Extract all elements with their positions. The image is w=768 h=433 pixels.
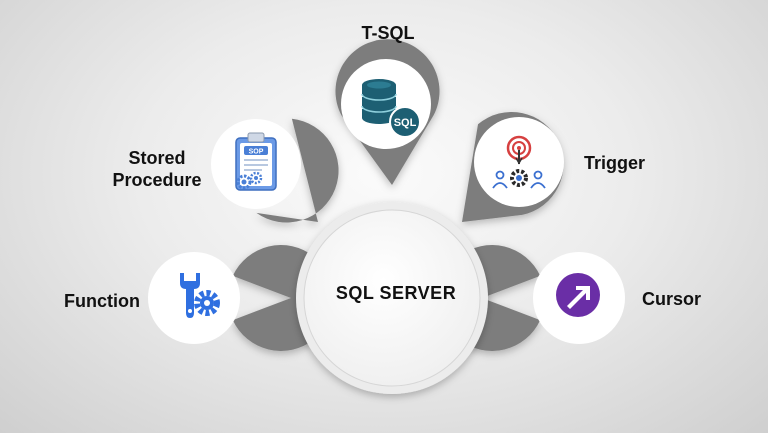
node-label-function: Function <box>64 291 140 311</box>
node-tsql: SQL <box>335 39 440 185</box>
sop-text: SOP <box>249 149 264 156</box>
node-trigger <box>462 111 564 222</box>
center-label: SQL SERVER <box>335 283 457 303</box>
target-people-gear-icon <box>492 135 546 189</box>
node-stored-procedure: SOP <box>211 118 339 223</box>
database-sql-icon: SQL <box>361 79 421 138</box>
database-sql-text: SQL <box>394 117 417 129</box>
node-label-stored-procedure: Stored Procedure <box>112 148 202 190</box>
node-label-cursor: Cursor <box>642 289 702 309</box>
wrench-gear-icon <box>180 273 220 318</box>
node-label-trigger: Trigger <box>584 153 646 173</box>
cursor-arrow-icon <box>556 273 600 317</box>
center-node <box>296 202 488 394</box>
sop-clipboard-icon: SOP <box>235 132 277 191</box>
center-circle <box>303 209 481 387</box>
node-label-tsql: T-SQL <box>361 23 415 43</box>
node-stored-procedure-ring <box>256 118 339 223</box>
